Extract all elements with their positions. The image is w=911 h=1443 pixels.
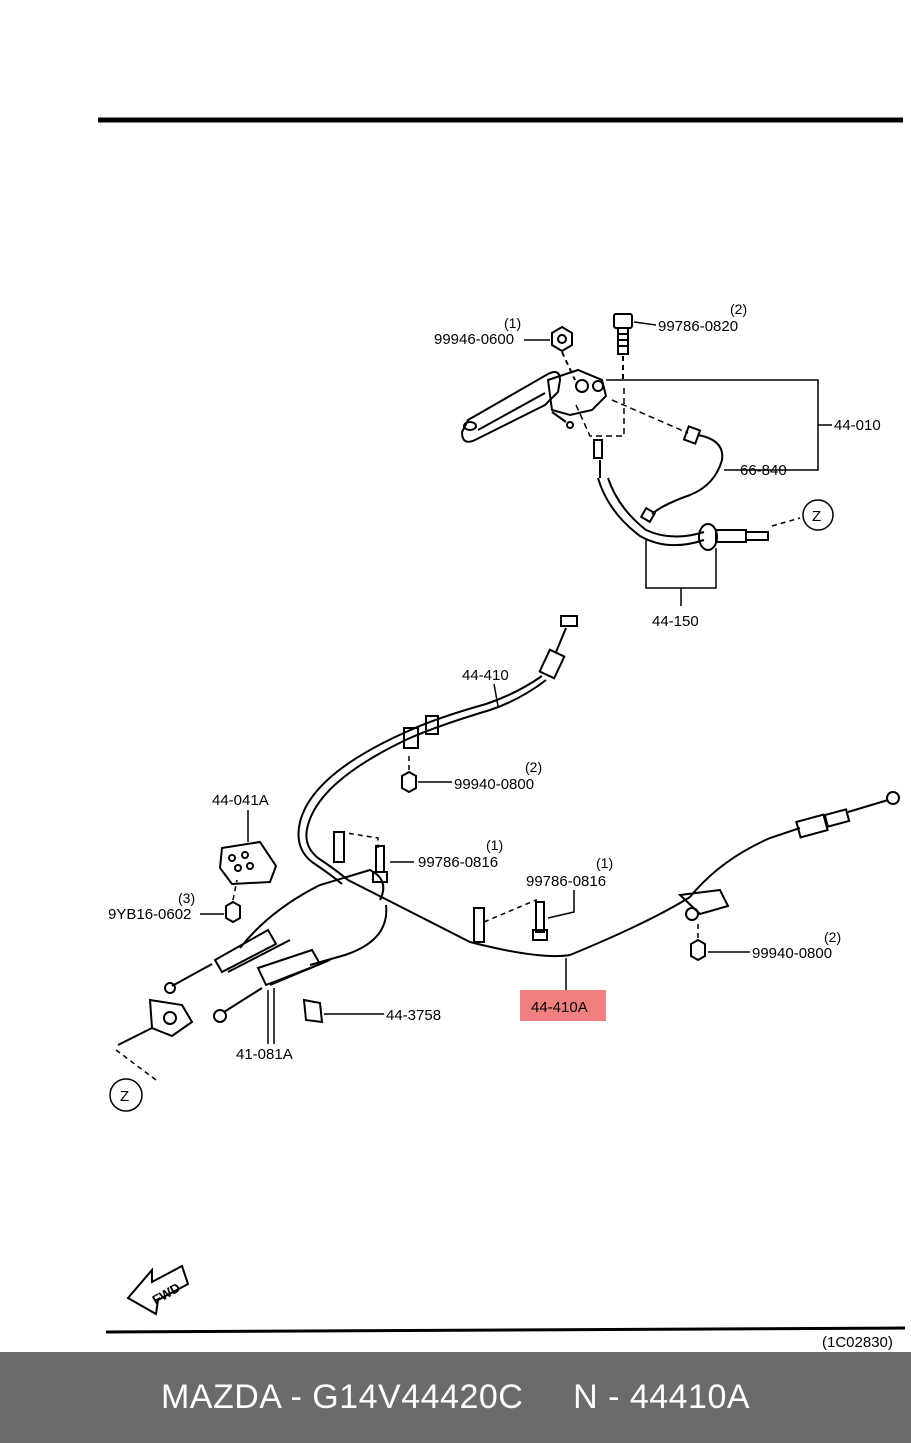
leader-44150 bbox=[645, 540, 717, 589]
ref-z-top bbox=[802, 499, 834, 531]
qty-label: (1) bbox=[504, 315, 521, 331]
bolt-icon bbox=[613, 313, 633, 382]
qty-label: (2) bbox=[730, 301, 747, 317]
nut-icon bbox=[551, 325, 576, 381]
part-label: 41-081A bbox=[236, 1046, 293, 1063]
part-label: 44-010 bbox=[834, 417, 881, 434]
qty-label: (1) bbox=[596, 855, 613, 871]
bottom-rule bbox=[105, 1326, 906, 1334]
catalog-reference: N - 44410A bbox=[573, 1378, 751, 1416]
qty-label: (2) bbox=[824, 929, 841, 945]
leader-44010 bbox=[606, 379, 819, 471]
footer-spacer bbox=[523, 1378, 573, 1417]
fwd-arrow-icon: FWD bbox=[126, 1264, 190, 1316]
part-label: 99940-0800 bbox=[752, 945, 832, 962]
bump-stopper bbox=[218, 840, 278, 886]
bolt-icon bbox=[372, 845, 548, 941]
parking-brake-diagram: (1) 99946-0600 (2) 99786-0820 44-010 66-… bbox=[98, 117, 906, 1351]
part-label: 66-840 bbox=[740, 462, 787, 479]
ref-z-top-label: Z bbox=[812, 508, 821, 525]
ref-z-bottom-label: Z bbox=[120, 1088, 129, 1105]
part-label: 99786-0816 bbox=[526, 873, 606, 890]
part-label: 44-410 bbox=[462, 667, 509, 684]
brake-switch bbox=[639, 425, 724, 524]
qty-label: (3) bbox=[178, 890, 195, 906]
part-label: 99786-0816 bbox=[418, 854, 498, 871]
part-label-highlighted: 44-410A bbox=[531, 999, 588, 1016]
part-label: 99940-0800 bbox=[454, 776, 534, 793]
qty-label: (1) bbox=[486, 837, 503, 853]
part-label: 9YB16-0602 bbox=[108, 906, 191, 923]
part-label: 99786-0820 bbox=[658, 318, 738, 335]
brand-part-number: MAZDA - G14V44420C bbox=[160, 1378, 524, 1416]
part-label: 44-3758 bbox=[386, 1007, 441, 1024]
rear-cables bbox=[117, 615, 900, 1046]
nut-icon bbox=[225, 770, 706, 962]
part-label: 99946-0600 bbox=[434, 331, 514, 348]
part-info-bar: MAZDA - G14V44420C N - 44410A bbox=[0, 1352, 911, 1443]
part-label: 44-041A bbox=[212, 792, 269, 809]
highlight-44410a bbox=[520, 990, 606, 1021]
part-label: 44-150 bbox=[652, 613, 699, 630]
front-cable bbox=[593, 439, 769, 551]
brake-lever-assembly bbox=[460, 368, 608, 443]
qty-label: (2) bbox=[525, 759, 542, 775]
ref-z-bottom bbox=[109, 1078, 143, 1112]
figure-code: (1C02830) bbox=[822, 1334, 893, 1351]
